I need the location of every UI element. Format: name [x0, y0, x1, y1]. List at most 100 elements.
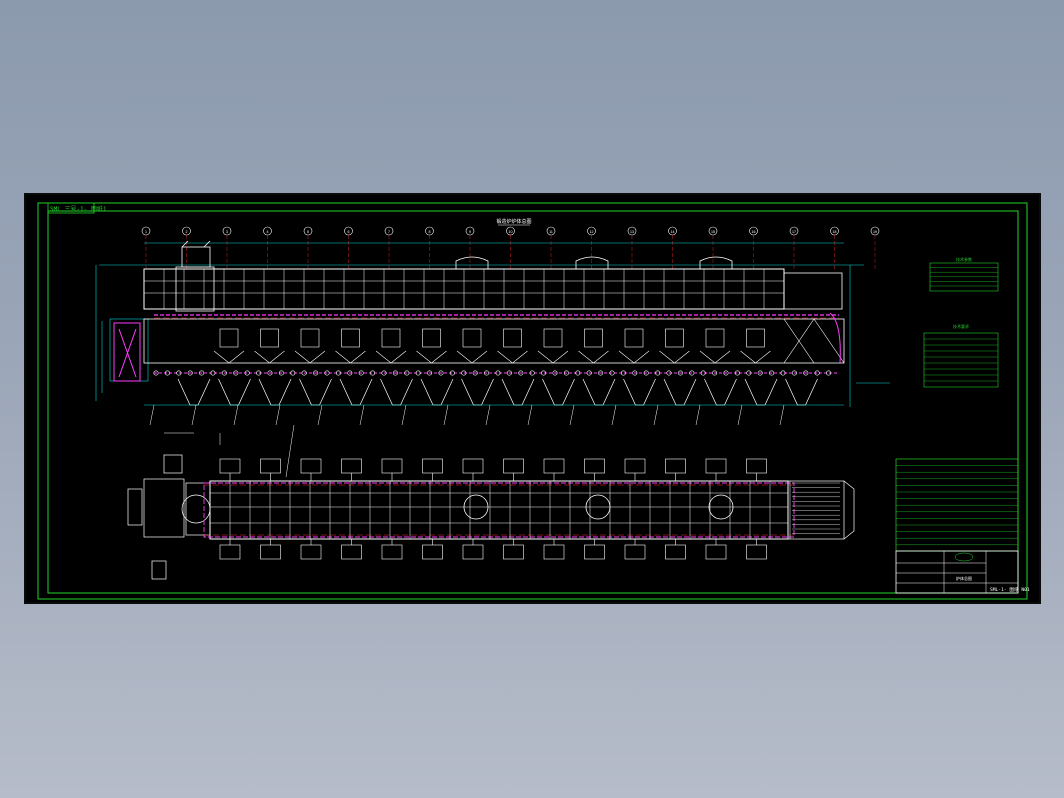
hopper [299, 378, 332, 406]
plan-right-hatch [792, 482, 840, 534]
leader-line [359, 404, 365, 426]
hopper [542, 378, 575, 406]
roller [529, 370, 535, 376]
roller [278, 370, 284, 376]
chamber-brace [456, 350, 488, 364]
title-block: 炉体总图 SML-1- 图纸 N01 [895, 550, 1030, 594]
chamber-box [422, 328, 441, 348]
roller [677, 370, 683, 376]
roller [780, 370, 786, 376]
plan-grid [209, 481, 791, 539]
top-domes [455, 256, 733, 269]
leader-line [527, 404, 533, 426]
chamber-box [341, 328, 360, 348]
grid-bubble-label: 4 [267, 230, 269, 234]
roller [586, 370, 592, 376]
chamber-box [624, 328, 644, 348]
inner-frame [47, 210, 1019, 594]
roller [518, 370, 524, 376]
furnace-door-left [113, 322, 141, 382]
burner-pod-bottom [543, 544, 565, 560]
roller [415, 370, 421, 376]
furnace-body-right [783, 272, 843, 310]
leader-line [737, 404, 743, 426]
plan-right-end [787, 480, 855, 540]
roller [358, 370, 364, 376]
grid-bubble-label: 14 [671, 230, 675, 234]
company-logo [954, 552, 974, 562]
chamber-box [503, 328, 522, 348]
roller [176, 370, 182, 376]
burner-pods [219, 458, 767, 560]
grid-bubble-label: 11 [549, 230, 553, 234]
chamber-brace [578, 350, 609, 364]
chamber-box [705, 328, 725, 348]
parts-list-table [895, 458, 1019, 552]
roller-row [153, 370, 832, 376]
roller [826, 370, 832, 376]
grid-bubble-label: 17 [792, 230, 796, 234]
chamber-brace [699, 350, 731, 364]
burner-pod-bottom [341, 544, 362, 560]
dimension-chain-top [99, 242, 864, 266]
burner-pod-top [341, 458, 362, 474]
title-block-label: 炉体总图 [956, 575, 972, 581]
chamber-brace [740, 350, 771, 364]
roller [506, 370, 512, 376]
hopper [663, 378, 697, 406]
chamber-brace [254, 350, 285, 364]
burner-pod-top [746, 458, 767, 474]
burner-pod-top [665, 458, 686, 474]
roller [791, 370, 797, 376]
roller [392, 370, 398, 376]
plan-leaders [164, 424, 295, 478]
burner-pod-bottom [219, 544, 241, 560]
hopper [258, 378, 292, 406]
furnace-body-middle [143, 318, 845, 364]
burner-pod-top [219, 458, 241, 474]
burner-pod-top [462, 458, 484, 474]
grid-bubble-label: 8 [429, 230, 431, 234]
leader-line [233, 404, 239, 426]
drawing-number-top: SML 三号-1- 图纸1 [50, 205, 107, 213]
leader-line [569, 404, 575, 426]
roller [221, 370, 227, 376]
roller [199, 370, 205, 376]
chamber-brace [618, 350, 650, 364]
burner-pod-bottom [462, 544, 484, 560]
chamber-box [219, 328, 239, 348]
burner-pod-bottom [624, 544, 646, 560]
burner-pod-bottom [503, 544, 524, 560]
leader-line [779, 404, 785, 426]
chamber-box [260, 328, 279, 348]
roller [438, 370, 444, 376]
drawing-number-bottom: SML-1- 图纸 N01 [990, 586, 1030, 593]
grid-bubble-label: 7 [388, 230, 390, 234]
roller [290, 370, 296, 376]
hopper [420, 378, 454, 406]
roller [313, 370, 319, 376]
burner-pod-bottom [381, 544, 403, 560]
roller [769, 370, 775, 376]
grid-bubble-label: 10 [509, 230, 513, 234]
grid-bubble-label: 13 [630, 230, 634, 234]
roller [335, 370, 341, 376]
roller [746, 370, 752, 376]
burner-pod-top [503, 458, 524, 474]
right-end-curve [829, 312, 841, 364]
right-dimension [849, 265, 890, 407]
roller [324, 370, 330, 376]
roller [598, 370, 604, 376]
roller [689, 370, 695, 376]
leader-lines [149, 404, 785, 426]
roller [449, 370, 455, 376]
leader-line [149, 404, 155, 426]
roller [427, 370, 433, 376]
chamber-brace [294, 350, 326, 364]
roller [814, 370, 820, 376]
grid-bubble-label: 2 [186, 230, 188, 234]
roller [666, 370, 672, 376]
